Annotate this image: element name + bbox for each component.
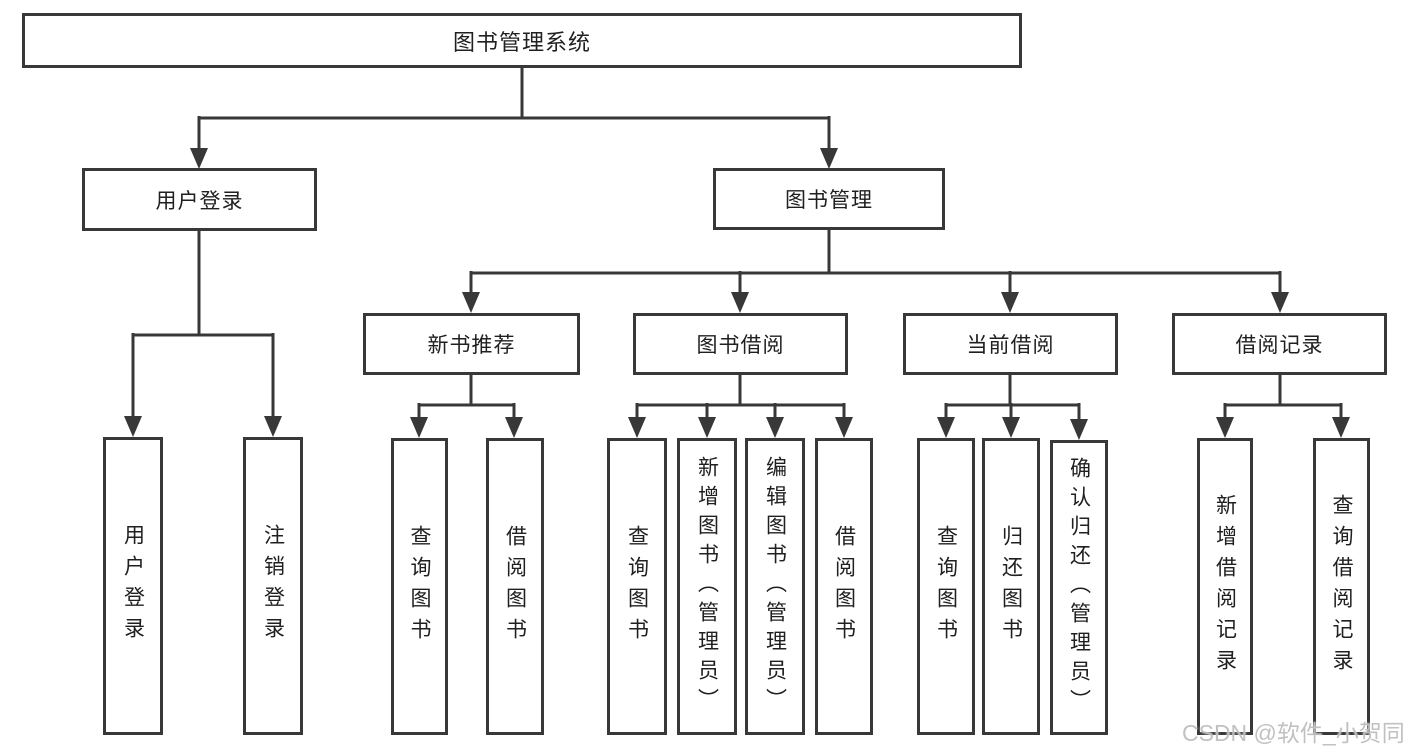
watermark: CSDN @软件_小贺同学	[1182, 720, 1405, 746]
leaf-label: 新增借阅记录	[1213, 493, 1237, 680]
node-new-book-recommendation: 新书推荐	[363, 313, 580, 375]
leaf-borrow-books: 借阅图书	[815, 438, 873, 735]
leaf-confirm-return-admin: 确认归还（管理员）	[1050, 440, 1108, 735]
leaf-label: 查询借阅记录	[1330, 493, 1353, 680]
leaf-label: 确认归还（管理员）	[1067, 457, 1091, 718]
node-borrowing-records: 借阅记录	[1172, 313, 1387, 375]
node-library-management-system: 图书管理系统	[22, 13, 1022, 68]
leaf-query-borrow-record: 查询借阅记录	[1313, 438, 1370, 735]
leaf-label: 查询图书	[934, 524, 958, 649]
node-book-management: 图书管理	[713, 168, 945, 230]
leaf-query-books-current: 查询图书	[917, 438, 975, 735]
leaf-label: 归还图书	[999, 524, 1023, 649]
leaf-logout-login: 注销登录	[243, 437, 303, 735]
leaf-query-books-borrowing: 查询图书	[607, 438, 667, 735]
leaf-label: 借阅图书	[832, 524, 856, 649]
leaf-label: 新增图书（管理员）	[695, 456, 719, 717]
node-book-borrowing: 图书借阅	[633, 313, 848, 375]
leaf-label: 编辑图书（管理员）	[763, 456, 787, 717]
leaf-label: 注销登录	[261, 524, 285, 648]
leaf-borrow-books-recommendation: 借阅图书	[486, 438, 544, 735]
node-current-borrowing: 当前借阅	[903, 313, 1118, 375]
node-user-login-branch: 用户登录	[82, 168, 317, 231]
leaf-label: 用户登录	[121, 524, 145, 648]
leaf-edit-books-admin: 编辑图书（管理员）	[745, 438, 805, 735]
leaf-label: 借阅图书	[503, 524, 527, 649]
leaf-query-books-recommendation: 查询图书	[391, 438, 448, 735]
leaf-user-login: 用户登录	[103, 437, 163, 735]
leaf-label: 查询图书	[408, 524, 431, 649]
leaf-label: 查询图书	[625, 524, 649, 649]
leaf-return-books: 归还图书	[982, 438, 1040, 735]
leaf-add-books-admin: 新增图书（管理员）	[677, 438, 737, 735]
leaf-add-borrow-record: 新增借阅记录	[1197, 438, 1253, 735]
